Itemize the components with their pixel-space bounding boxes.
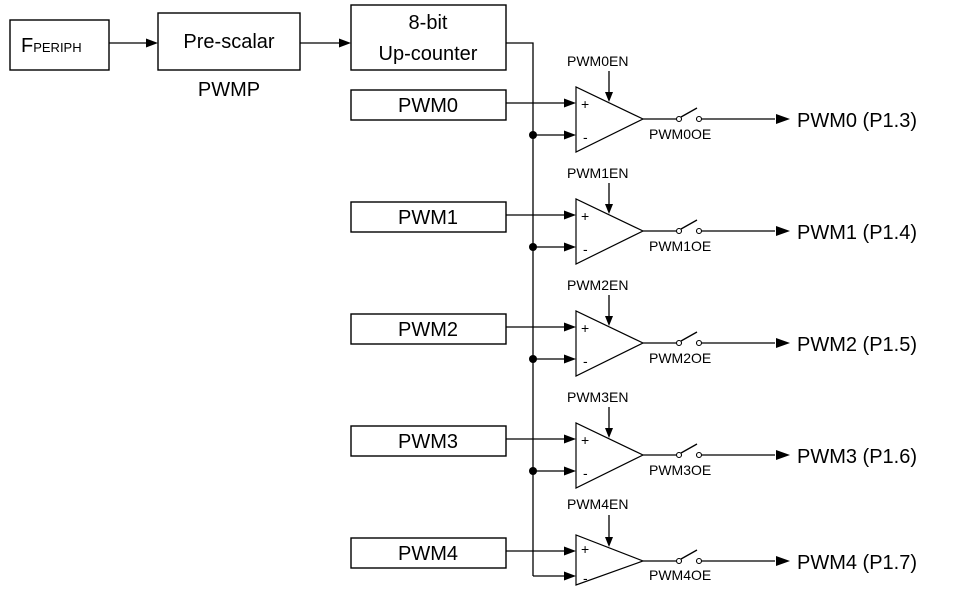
- channel-4: PWM4 + - PWM4EN PWM4OE PWM4 (P1.7): [350, 496, 917, 586]
- bus-junction-dot: [529, 243, 537, 251]
- output-arrow: [776, 556, 790, 566]
- switch-blade: [680, 549, 698, 560]
- output-pin-label: PWM2 (P1.5): [797, 334, 917, 356]
- output-enable-label: PWM0OE: [649, 126, 711, 142]
- enable-label: PWM0EN: [567, 53, 628, 69]
- compare-minus-arrow: [564, 571, 576, 581]
- switch-contact-left: [675, 451, 683, 459]
- minus-sign: -: [583, 129, 588, 145]
- minus-sign: -: [583, 465, 588, 481]
- enable-label: PWM1EN: [567, 165, 628, 181]
- output-arrow: [776, 114, 790, 124]
- output-arrow: [776, 338, 790, 348]
- counter-line1: 8-bit: [409, 12, 448, 34]
- channel-rows: PWM0 + - PWM0EN PWM0OE PWM0 (P1.3) PWM1: [350, 53, 917, 586]
- pwm-register-label: PWM1: [398, 207, 458, 229]
- switch-contact-left: [675, 227, 683, 235]
- compare-plus-arrow: [564, 546, 576, 556]
- switch-contact-right: [695, 227, 703, 235]
- fperiph-main: F: [21, 35, 33, 57]
- enable-label: PWM3EN: [567, 389, 628, 405]
- prescalar-box: [157, 12, 301, 71]
- output-pin-label: PWM0 (P1.3): [797, 110, 917, 132]
- enable-arrow: [605, 316, 613, 326]
- compare-minus-arrow: [564, 130, 576, 140]
- prescalar-arrow: [339, 38, 351, 48]
- compare-plus-arrow: [564, 98, 576, 108]
- compare-minus-arrow: [564, 354, 576, 364]
- minus-sign: -: [583, 353, 588, 369]
- pwm-register-label: PWM0: [398, 95, 458, 117]
- enable-arrow: [605, 92, 613, 102]
- switch-blade: [680, 219, 698, 230]
- compare-minus-arrow: [564, 466, 576, 476]
- channel-0: PWM0 + - PWM0EN PWM0OE PWM0 (P1.3): [350, 53, 917, 153]
- enable-arrow: [605, 537, 613, 547]
- bus-junction-dot: [529, 355, 537, 363]
- pwm-register-box: [350, 425, 507, 457]
- pwm-register-box: [350, 313, 507, 345]
- output-arrow: [776, 450, 790, 460]
- bus-junction-dot: [529, 131, 537, 139]
- plus-sign: +: [581, 320, 589, 336]
- pwm-register-label: PWM4: [398, 543, 458, 565]
- counter-bus: [506, 42, 534, 576]
- minus-sign: -: [583, 570, 588, 586]
- pwm-register-box: [350, 89, 507, 121]
- switch-contact-right: [695, 115, 703, 123]
- clock-arrow: [146, 38, 158, 48]
- switch-blade: [680, 331, 698, 342]
- output-pin-label: PWM4 (P1.7): [797, 552, 917, 574]
- enable-label: PWM2EN: [567, 277, 628, 293]
- bus-junction-dot: [529, 467, 537, 475]
- pwm-register-box: [350, 201, 507, 233]
- switch-contact-left: [675, 557, 683, 565]
- switch-contact-right: [695, 451, 703, 459]
- plus-sign: +: [581, 432, 589, 448]
- plus-sign: +: [581, 208, 589, 224]
- comparator: [575, 422, 645, 489]
- pwmp-label: PWMP: [198, 79, 260, 101]
- enable-arrow: [605, 204, 613, 214]
- compare-plus-arrow: [564, 322, 576, 332]
- comparator: [575, 534, 645, 586]
- pwm-register-label: PWM3: [398, 431, 458, 453]
- channel-1: PWM1 + - PWM1EN PWM1OE PWM1 (P1.4): [350, 165, 917, 265]
- fperiph-label: FPERIPH: [21, 35, 82, 57]
- comparator: [575, 198, 645, 265]
- output-arrow: [776, 226, 790, 236]
- switch-contact-left: [675, 115, 683, 123]
- output-pin-label: PWM3 (P1.6): [797, 446, 917, 468]
- switch-blade: [680, 107, 698, 118]
- pwm-register-label: PWM2: [398, 319, 458, 341]
- output-enable-label: PWM4OE: [649, 567, 711, 583]
- switch-contact-right: [695, 557, 703, 565]
- output-enable-label: PWM2OE: [649, 350, 711, 366]
- prescalar-label: Pre-scalar: [183, 31, 274, 53]
- enable-label: PWM4EN: [567, 496, 628, 512]
- pwm-register-box: [350, 537, 507, 569]
- compare-plus-arrow: [564, 434, 576, 444]
- enable-arrow: [605, 428, 613, 438]
- counter-box: [350, 4, 507, 71]
- output-pin-label: PWM1 (P1.4): [797, 222, 917, 244]
- output-enable-label: PWM3OE: [649, 462, 711, 478]
- comparator: [575, 310, 645, 377]
- counter-line2: Up-counter: [379, 43, 478, 65]
- switch-blade: [680, 443, 698, 454]
- switch-contact-right: [695, 339, 703, 347]
- switch-contact-left: [675, 339, 683, 347]
- compare-plus-arrow: [564, 210, 576, 220]
- minus-sign: -: [583, 241, 588, 257]
- plus-sign: +: [581, 541, 589, 557]
- plus-sign: +: [581, 96, 589, 112]
- output-enable-label: PWM1OE: [649, 238, 711, 254]
- channel-2: PWM2 + - PWM2EN PWM2OE PWM2 (P1.5): [350, 277, 917, 377]
- fperiph-subscript: PERIPH: [33, 40, 81, 55]
- comparator: [575, 86, 645, 153]
- compare-minus-arrow: [564, 242, 576, 252]
- fperiph-box: [9, 19, 110, 71]
- channel-3: PWM3 + - PWM3EN PWM3OE PWM3 (P1.6): [350, 389, 917, 489]
